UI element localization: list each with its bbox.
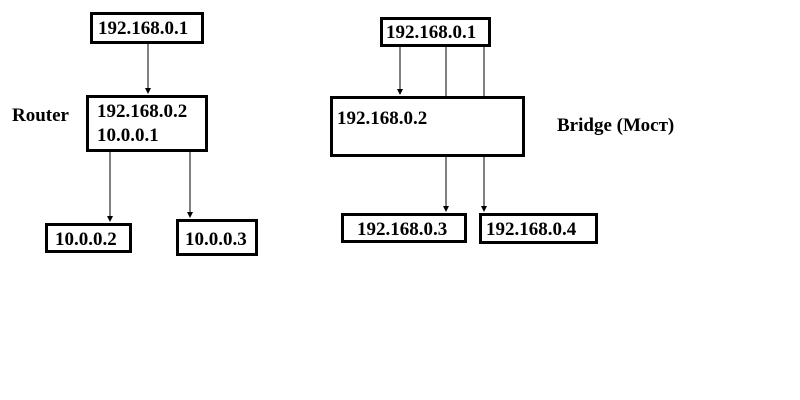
- bridge-upstream-node: 192.168.0.1: [380, 17, 491, 47]
- router-node: 192.168.0.2 10.0.0.1: [86, 95, 208, 152]
- router-host-b-node: 10.0.0.3: [176, 219, 258, 256]
- router-label: Router: [12, 105, 69, 126]
- bridge-node: 192.168.0.2: [330, 96, 525, 157]
- bridge-label: Bridge (Мост): [557, 115, 675, 136]
- bridge-ip: 192.168.0.2: [337, 108, 428, 129]
- router-host-b-ip: 10.0.0.3: [185, 229, 247, 250]
- router-host-a-ip: 10.0.0.2: [55, 229, 117, 250]
- router-lan-ip: 192.168.0.2: [97, 101, 188, 122]
- bridge-host-a-ip: 192.168.0.3: [357, 219, 448, 240]
- bridge-host-a-node: 192.168.0.3: [341, 213, 467, 243]
- router-upstream-ip: 192.168.0.1: [98, 18, 189, 39]
- router-upstream-node: 192.168.0.1: [90, 12, 204, 44]
- router-wan-ip: 10.0.0.1: [97, 125, 159, 146]
- bridge-host-b-node: 192.168.0.4: [479, 213, 598, 244]
- router-host-a-node: 10.0.0.2: [45, 223, 132, 253]
- bridge-host-b-ip: 192.168.0.4: [486, 219, 577, 240]
- bridge-upstream-ip: 192.168.0.1: [386, 22, 477, 43]
